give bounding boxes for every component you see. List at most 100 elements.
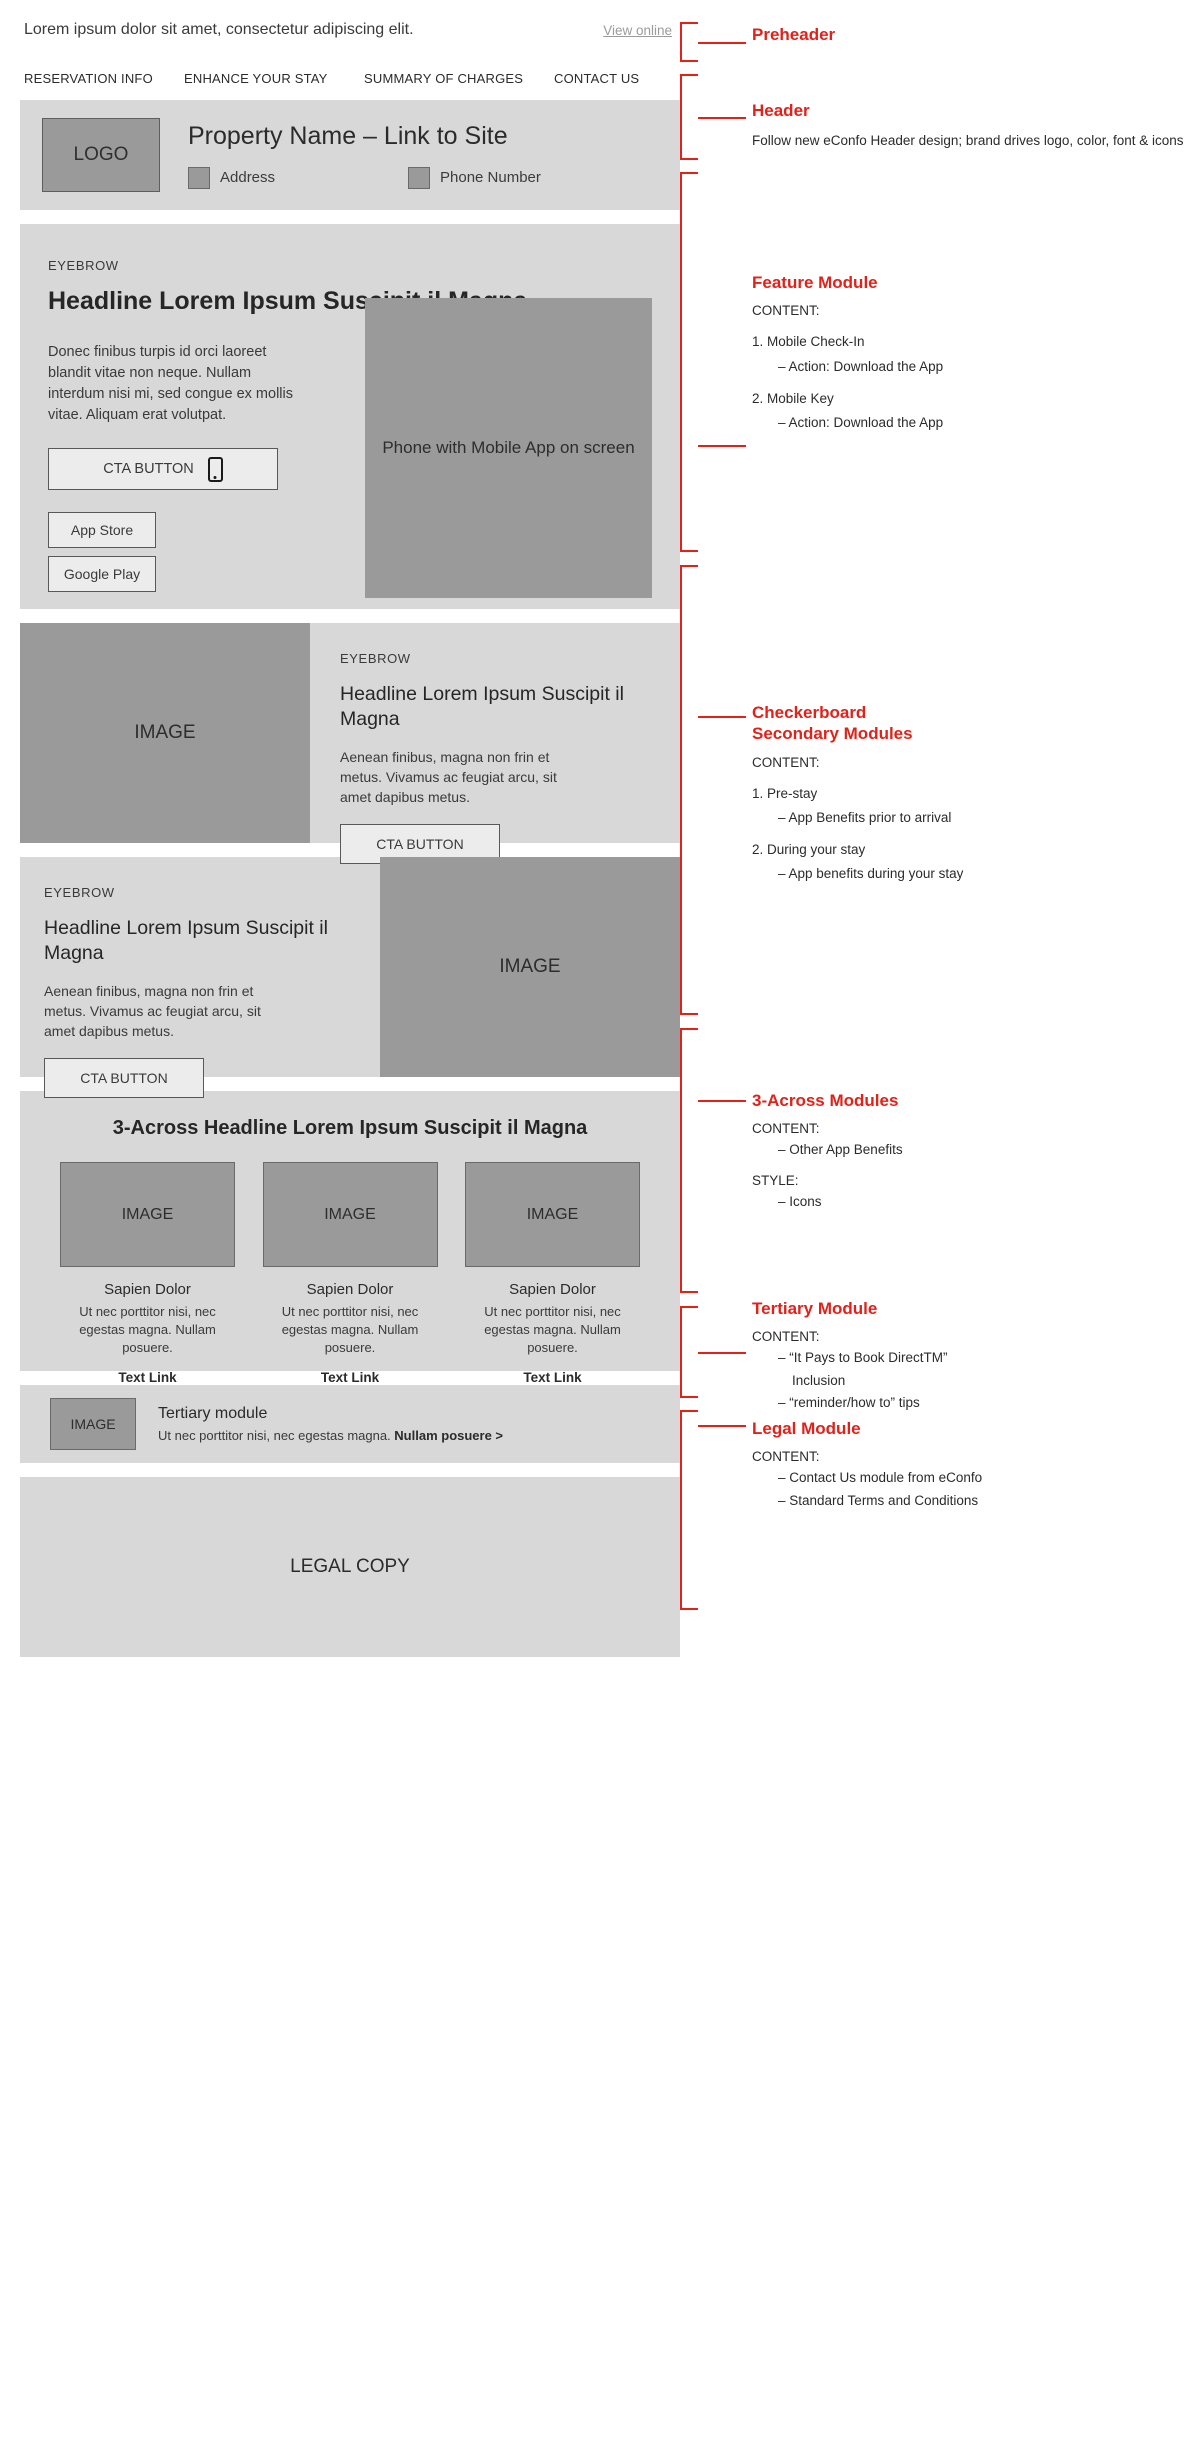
feature-module: EYEBROW Headline Lorem Ipsum Suscipit il…: [20, 224, 680, 609]
annotation-across-style-sub: – Icons: [778, 1193, 822, 1209]
tick-tertiary: [698, 1352, 746, 1354]
address-label: Address: [220, 169, 276, 186]
tertiary-module: IMAGE Tertiary module Ut nec porttitor n…: [20, 1385, 680, 1463]
phone-item: Phone Number: [408, 166, 541, 189]
annotation-checkerboard-content-label: CONTENT:: [752, 754, 820, 770]
mobile-phone-icon: [207, 456, 223, 482]
annotation-across: 3-Across Modules CONTENT: – Other App Be…: [752, 1090, 1192, 1224]
annotation-checkerboard-title-line1: Checkerboard: [752, 703, 867, 722]
tick-feature: [698, 445, 746, 447]
annotation-header-note: Follow new eConfo Header design; brand d…: [752, 133, 1184, 149]
annotation-across-style-label: STYLE:: [752, 1172, 799, 1188]
across-card-1: IMAGE Sapien Dolor Ut nec porttitor nisi…: [60, 1162, 235, 1385]
annotation-feature-title: Feature Module: [752, 273, 878, 292]
brace-tertiary: [680, 1306, 698, 1398]
navigation-bar: RESERVATION INFO ENHANCE YOUR STAY SUMMA…: [20, 60, 680, 96]
annotation-across-content-label: CONTENT:: [752, 1121, 820, 1137]
across-card-3: IMAGE Sapien Dolor Ut nec porttitor nisi…: [465, 1162, 640, 1385]
annotation-feature-item-2: 2. Mobile Key: [752, 390, 834, 406]
checkerboard-2-image: IMAGE: [380, 857, 680, 1077]
feature-cta-label: CTA BUTTON: [103, 461, 194, 478]
annotation-header: Header Follow new eConfo Header design; …: [752, 100, 1192, 151]
legal-module: LEGAL COPY: [20, 1477, 680, 1657]
across-card-1-image: IMAGE: [60, 1162, 235, 1267]
google-play-button[interactable]: Google Play: [48, 556, 156, 593]
logo-placeholder: LOGO: [42, 118, 160, 192]
annotation-tertiary-sub-1-cont: Inclusion: [792, 1372, 846, 1388]
feature-cta-button[interactable]: CTA BUTTON: [48, 448, 278, 491]
checkerboard-2-headline: Headline Lorem Ipsum Suscipit il Magna: [44, 917, 328, 965]
annotation-across-content-sub: – Other App Benefits: [778, 1142, 903, 1158]
across-card-3-link[interactable]: Text Link: [523, 1369, 582, 1385]
brace-feature: [680, 172, 698, 552]
tertiary-title: Tertiary module: [158, 1405, 268, 1422]
tick-header: [698, 117, 746, 119]
annotation-legal-sub-1: – Contact Us module from eConfo: [778, 1470, 983, 1486]
across-card-3-title: Sapien Dolor: [509, 1281, 596, 1298]
property-name-link[interactable]: Property Name – Link to Site: [188, 121, 508, 150]
address-item: Address: [188, 166, 408, 189]
annotation-feature: Feature Module CONTENT: 1. Mobile Check-…: [752, 272, 1192, 445]
annotation-tertiary: Tertiary Module CONTENT: – “It Pays to B…: [752, 1298, 1192, 1415]
header-meta-row: Address Phone Number: [188, 166, 658, 189]
nav-item-reservation-info[interactable]: RESERVATION INFO: [24, 70, 153, 86]
annotation-checkerboard-item-2-sub: – App benefits during your stay: [778, 866, 964, 882]
annotation-feature-item-1: 1. Mobile Check-In: [752, 334, 865, 350]
annotation-preheader: Preheader: [752, 24, 1192, 55]
across-card-2-body: Ut nec porttitor nisi, nec egestas magna…: [281, 1304, 419, 1356]
annotation-feature-item-1-sub: – Action: Download the App: [778, 358, 944, 374]
across-card-1-link[interactable]: Text Link: [118, 1369, 177, 1385]
feature-body-text: Donec finibus turpis id orci laoreet bla…: [48, 344, 293, 424]
across-card-1-body: Ut nec porttitor nisi, nec egestas magna…: [79, 1304, 216, 1356]
nav-item-contact-us[interactable]: CONTACT US: [554, 70, 640, 86]
tertiary-body: Ut nec porttitor nisi, nec egestas magna…: [158, 1428, 503, 1443]
header-section: LOGO Property Name – Link to Site Addres…: [20, 100, 680, 210]
annotation-feature-item-2-sub: – Action: Download the App: [778, 415, 944, 430]
tick-across: [698, 1100, 746, 1102]
header-text-block: Property Name – Link to Site Address Pho…: [188, 122, 658, 189]
across-card-2: IMAGE Sapien Dolor Ut nec porttitor nisi…: [262, 1162, 438, 1385]
brace-preheader: [680, 22, 698, 62]
three-across-headline: 3-Across Headline Lorem Ipsum Suscipit i…: [112, 1117, 588, 1139]
across-card-2-image: IMAGE: [262, 1162, 438, 1267]
annotation-header-title: Header: [752, 101, 810, 120]
feature-eyebrow: EYEBROW: [48, 258, 119, 273]
checkerboard-1-headline: Headline Lorem Ipsum Suscipit il Magna: [340, 683, 624, 731]
annotation-legal: Legal Module CONTENT: – Contact Us modul…: [752, 1418, 1192, 1513]
annotation-preheader-title: Preheader: [752, 25, 836, 44]
annotation-legal-content-label: CONTENT:: [752, 1449, 820, 1465]
annotation-checkerboard-item-1: 1. Pre-stay: [752, 785, 818, 801]
nav-item-enhance-your-stay[interactable]: ENHANCE YOUR STAY: [184, 70, 328, 86]
across-card-2-title: Sapien Dolor: [306, 1281, 394, 1298]
phone-icon: [408, 166, 430, 189]
checkerboard-1-cta-button[interactable]: CTA BUTTON: [340, 823, 500, 864]
three-across-module: 3-Across Headline Lorem Ipsum Suscipit i…: [20, 1091, 680, 1385]
tertiary-body-text: Ut nec porttitor nisi, nec egestas magna…: [158, 1428, 395, 1443]
preheader-text: Lorem ipsum dolor sit amet, consectetur …: [24, 21, 414, 38]
annotation-legal-title: Legal Module: [752, 1419, 861, 1438]
annotation-legal-sub-2: – Standard Terms and Conditions: [778, 1492, 979, 1508]
brace-checkerboard: [680, 565, 698, 1015]
checkerboard-2-cta-button[interactable]: CTA BUTTON: [44, 1057, 204, 1098]
checkerboard-1-body: Aenean finibus, magna non frin et metus.…: [340, 748, 557, 806]
annotation-checkerboard-title-line2: Secondary Modules: [752, 724, 913, 744]
app-store-button[interactable]: App Store: [48, 512, 156, 549]
feature-image-placeholder: Phone with Mobile App on screen: [365, 298, 652, 598]
tertiary-link[interactable]: Nullam posuere >: [394, 1428, 504, 1443]
nav-item-summary-of-charges[interactable]: SUMMARY OF CHARGES: [364, 70, 524, 86]
view-online-link[interactable]: View online: [603, 22, 672, 38]
across-card-2-link[interactable]: Text Link: [320, 1369, 380, 1385]
checkerboard-2-eyebrow: EYEBROW: [44, 885, 115, 900]
tertiary-image: IMAGE: [50, 1398, 136, 1450]
tick-checkerboard: [698, 716, 746, 718]
location-pin-icon: [188, 166, 210, 189]
tick-legal: [698, 1425, 746, 1427]
checkerboard-1-eyebrow: EYEBROW: [340, 651, 411, 666]
phone-label: Phone Number: [440, 169, 541, 186]
checkerboard-module-1: IMAGE EYEBROW Headline Lorem Ipsum Susci…: [20, 623, 680, 864]
checkerboard-1-image: IMAGE: [20, 623, 310, 843]
checkerboard-2-body: Aenean finibus, magna non frin et metus.…: [44, 982, 261, 1040]
